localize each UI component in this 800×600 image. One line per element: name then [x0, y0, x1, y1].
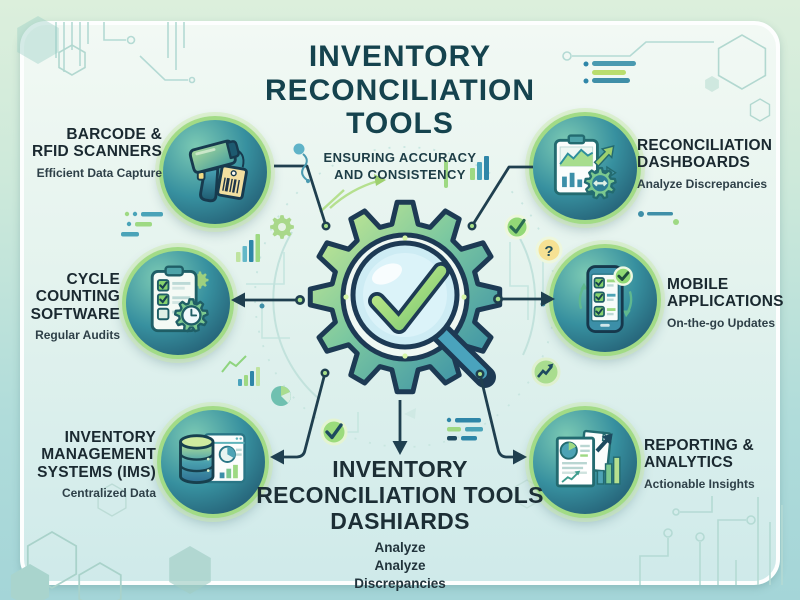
database-dashboard-icon — [179, 433, 246, 484]
price-tag-icon — [216, 164, 248, 200]
trend-up-arrow-icon — [595, 433, 613, 453]
footer-line: Analyze — [374, 557, 426, 573]
footer-title: INVENTORY RECONCILIATION TOOLS DASHIARDS — [256, 456, 544, 534]
sync-gear-icon — [583, 166, 617, 200]
database-cylinder-icon — [179, 434, 215, 484]
up-arrow-icon — [593, 145, 615, 168]
page-title: INVENTORY RECONCILIATION TOOLS — [264, 40, 536, 141]
node-reporting-analytics — [529, 406, 641, 518]
page-subtitle: ENSURING ACCURACY AND CONSISTENCY — [323, 149, 477, 182]
check-badge-icon — [613, 266, 633, 286]
label-reporting-analytics: REPORTING & ANALYTICS Actionable Insight… — [644, 437, 755, 491]
node-cycle-counting-software — [122, 247, 234, 359]
footer-line: Discrepancies — [354, 575, 446, 591]
footer-title-block: INVENTORY RECONCILIATION TOOLS DASHIARDS… — [240, 456, 560, 592]
label-reconciliation-dashboards: RECONCILIATION DASHBOARDS Analyze Discre… — [637, 137, 773, 191]
ring-dot-decor — [343, 235, 467, 359]
report-analytics-icon — [555, 429, 621, 488]
gear-magnifier-check-icon — [285, 177, 525, 417]
gear-clock-icon — [173, 298, 209, 333]
node-inventory-management-systems — [157, 406, 269, 518]
node-mobile-applications — [549, 244, 661, 356]
barcode-scanner-icon — [188, 139, 248, 203]
page-title-block: INVENTORY RECONCILIATION TOOLS ENSURING … — [230, 40, 570, 184]
label-mobile-applications: MOBILE APPLICATIONS On-the-go Updates — [667, 276, 784, 330]
node-reconciliation-dashboards — [529, 112, 641, 224]
bar-chart-icon — [596, 456, 621, 485]
label-barcode-rfid-scanners: BARCODE & RFID SCANNERS Efficient Data C… — [31, 126, 162, 180]
label-cycle-counting-software: CYCLE COUNTING SOFTWARE Regular Audits — [30, 271, 120, 343]
label-inventory-management-systems: INVENTORY MANAGEMENT SYSTEMS (IMS) Centr… — [37, 429, 156, 501]
dashboard-chart-icon — [553, 134, 617, 200]
footer-line: Analyze — [374, 539, 426, 555]
checklist-rows — [593, 277, 616, 318]
checkmark-icon — [368, 262, 450, 334]
clipboard-checklist-icon — [150, 265, 209, 333]
mobile-checklist-icon — [578, 265, 633, 333]
node-barcode-rfid-scanners — [159, 116, 271, 228]
magnifier-icon — [350, 240, 496, 388]
